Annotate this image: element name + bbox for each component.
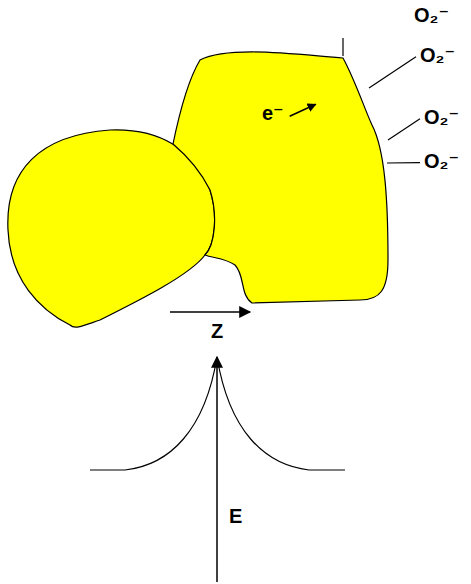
oxygen-ion-label: O₂⁻ [420, 44, 455, 67]
grain-outline [170, 40, 395, 310]
oxygen-ion-label: O₂⁻ [424, 106, 459, 129]
grain-shape [173, 52, 388, 303]
surface-tick [342, 38, 343, 56]
z-arrow [170, 311, 250, 313]
leader-line [369, 57, 416, 88]
left-grain [8, 130, 215, 327]
electron-arrow [290, 104, 316, 116]
axis-label: Z [211, 320, 223, 343]
leader-line [387, 162, 420, 164]
leader-line [388, 119, 420, 140]
grain-node: e⁻ [170, 40, 395, 310]
oxygen-ion-label: O₂⁻ [414, 4, 449, 27]
electron-label: e⁻ [262, 102, 284, 125]
energy-axis-arrow [216, 357, 218, 582]
oxygen-ion-label: O₂⁻ [424, 150, 459, 173]
axis-label: E [229, 505, 242, 528]
